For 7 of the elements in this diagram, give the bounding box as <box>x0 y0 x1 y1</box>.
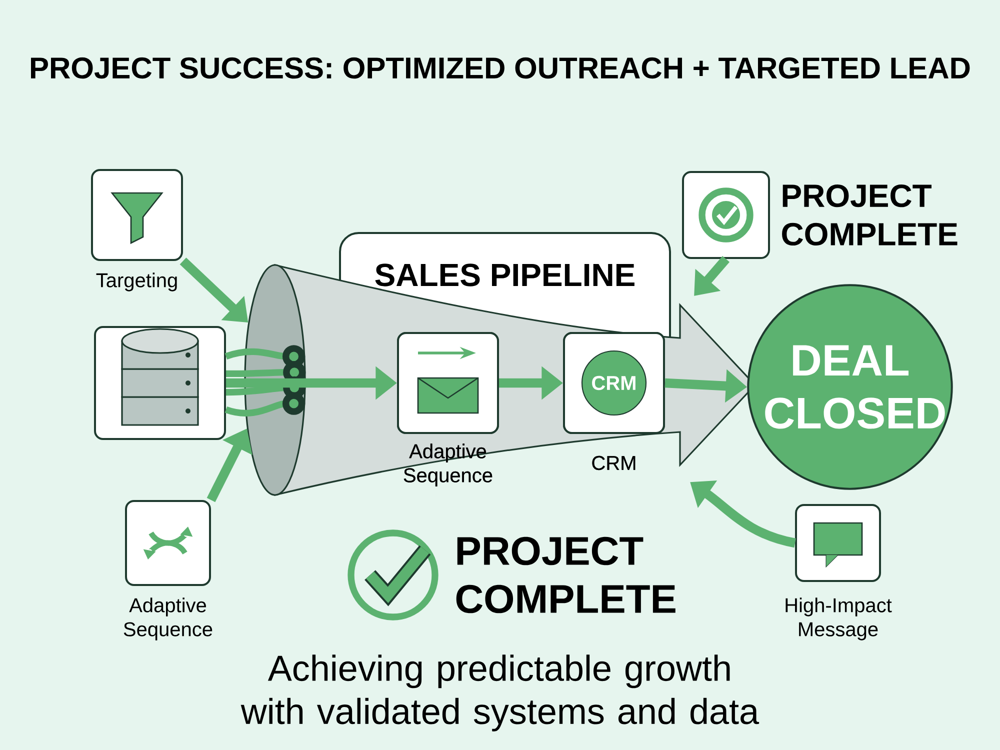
box-label: Targeting <box>96 272 177 292</box>
status-heading: PROJECT COMPLETE <box>456 536 676 614</box>
box-label: High-Impact Message <box>786 598 892 640</box>
title: PROJECT SUCCESS: OPTIMIZED OUTREACH + TARGETED LEAD <box>31 57 970 79</box>
box-label: Adaptive Sequence <box>124 598 212 640</box>
status-heading: PROJECT COMPLETE <box>782 184 958 246</box>
caption: Achieving predictable growth with validated systems and data <box>240 654 760 732</box>
